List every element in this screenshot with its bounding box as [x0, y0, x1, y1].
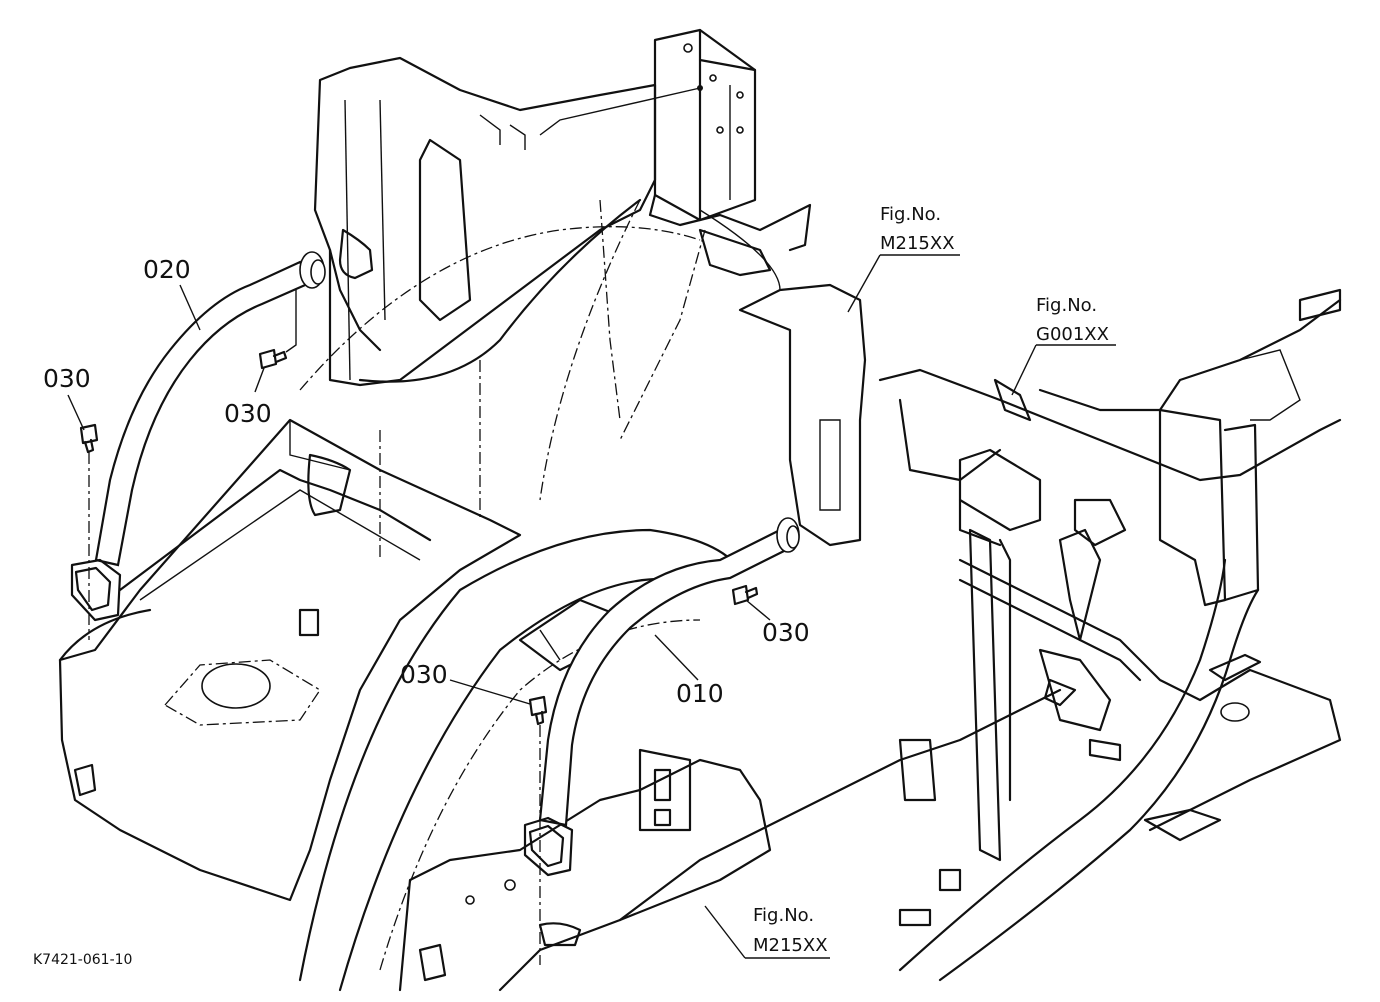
hidden-fender-arch-left: [299, 199, 706, 501]
rear-fender-arch: [298, 528, 742, 992]
fig-ref-m215-bottom-number: M215XX: [753, 935, 828, 956]
fig-ref-m215-top-prefix: Fig.No.: [880, 204, 941, 225]
rops-arch-right: [898, 558, 1260, 982]
drawing-code: K7421-061-10: [33, 952, 132, 968]
part-020-grab-bar: [70, 251, 326, 622]
left-floor-tub: [58, 418, 522, 902]
bottom-centre-panel: [398, 748, 772, 992]
callout-030-right: 030: [762, 618, 810, 647]
bolt-030-mid: [731, 584, 759, 606]
callout-020: 020: [143, 255, 191, 284]
callout-030-upper: 030: [224, 399, 272, 428]
bolt-030-lower: [528, 695, 548, 965]
callout-030-mid: 030: [400, 660, 448, 689]
right-lower-chassis: [898, 528, 1342, 927]
part-010-grab-bar: [523, 517, 800, 877]
upper-post-bracket: [648, 28, 812, 277]
bolt-030-left: [79, 423, 99, 640]
fig-ref-m215-top-number: M215XX: [880, 233, 955, 254]
callout-010: 010: [676, 679, 724, 708]
fig-ref-g001-number: G001XX: [1036, 324, 1109, 345]
fig-ref-g001-prefix: Fig.No.: [1036, 295, 1097, 316]
right-frame-upper: [738, 283, 1342, 607]
left-fender-assembly: [313, 56, 657, 387]
bolt-030-upper: [258, 290, 297, 370]
outline-lines: [379, 209, 1062, 922]
fig-ref-m215-bottom-prefix: Fig.No.: [753, 905, 814, 926]
callout-030-left: 030: [43, 364, 91, 393]
leader-lines: [67, 85, 1116, 959]
